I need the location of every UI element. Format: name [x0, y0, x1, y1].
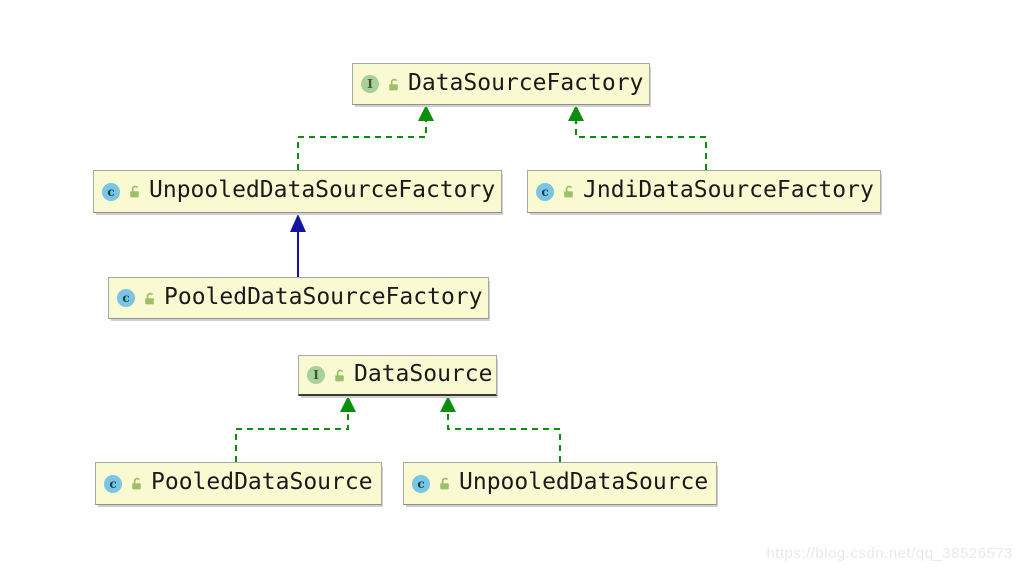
class-node-datasource[interactable]: I DataSource — [298, 355, 497, 396]
unlock-icon — [561, 184, 576, 199]
class-name-label: DataSource — [354, 360, 493, 387]
unlock-icon — [332, 368, 347, 383]
unlock-icon — [142, 291, 157, 306]
extends-arrowhead-icon — [290, 214, 306, 232]
edge-jndidatasourcefactory-implements-datasourcefactory — [568, 105, 707, 170]
class-name-label: UnpooledDataSourceFactory — [149, 177, 496, 203]
class-node-pooleddatasourcefactory[interactable]: c PooledDataSourceFactory — [108, 277, 489, 319]
unlock-icon — [129, 476, 144, 491]
interface-icon: I — [307, 366, 325, 384]
implements-arrowhead-icon — [340, 396, 356, 412]
class-icon: c — [104, 474, 122, 493]
unlock-icon — [437, 476, 452, 491]
class-node-datasourcefactory[interactable]: I DataSourceFactory — [352, 63, 650, 105]
class-icon: c — [536, 182, 554, 201]
class-name-label: PooledDataSourceFactory — [164, 283, 483, 310]
class-name-label: PooledDataSource — [151, 469, 373, 495]
class-node-pooleddatasource[interactable]: c PooledDataSource — [95, 462, 382, 505]
class-name-label: UnpooledDataSource — [459, 469, 709, 495]
implements-arrowhead-icon — [418, 105, 434, 121]
implements-arrowhead-icon — [568, 105, 584, 121]
class-name-label: JndiDataSourceFactory — [583, 177, 874, 203]
class-node-unpooleddatasource[interactable]: c UnpooledDataSource — [403, 462, 717, 505]
class-icon: c — [412, 474, 430, 493]
class-node-unpooleddatasourcefactory[interactable]: c UnpooledDataSourceFactory — [93, 170, 502, 213]
unlock-icon — [127, 184, 142, 199]
edge-pooleddatasourcefactory-extends-unpooleddatasourcefactory — [290, 214, 306, 277]
watermark: https://blog.csdn.net/qq_38526573 — [766, 545, 1013, 562]
edge-unpooleddatasourcefactory-implements-datasourcefactory — [297, 105, 434, 170]
unlock-icon — [386, 77, 401, 92]
class-name-label: DataSourceFactory — [408, 69, 644, 96]
class-node-jndidatasourcefactory[interactable]: c JndiDataSourceFactory — [527, 170, 881, 213]
implements-arrowhead-icon — [440, 396, 456, 412]
edge-pooleddatasource-implements-datasource — [235, 396, 356, 462]
interface-icon: I — [361, 75, 379, 93]
class-icon: c — [102, 182, 120, 201]
class-icon: c — [117, 289, 135, 307]
edge-unpooleddatasource-implements-datasource — [440, 396, 561, 462]
